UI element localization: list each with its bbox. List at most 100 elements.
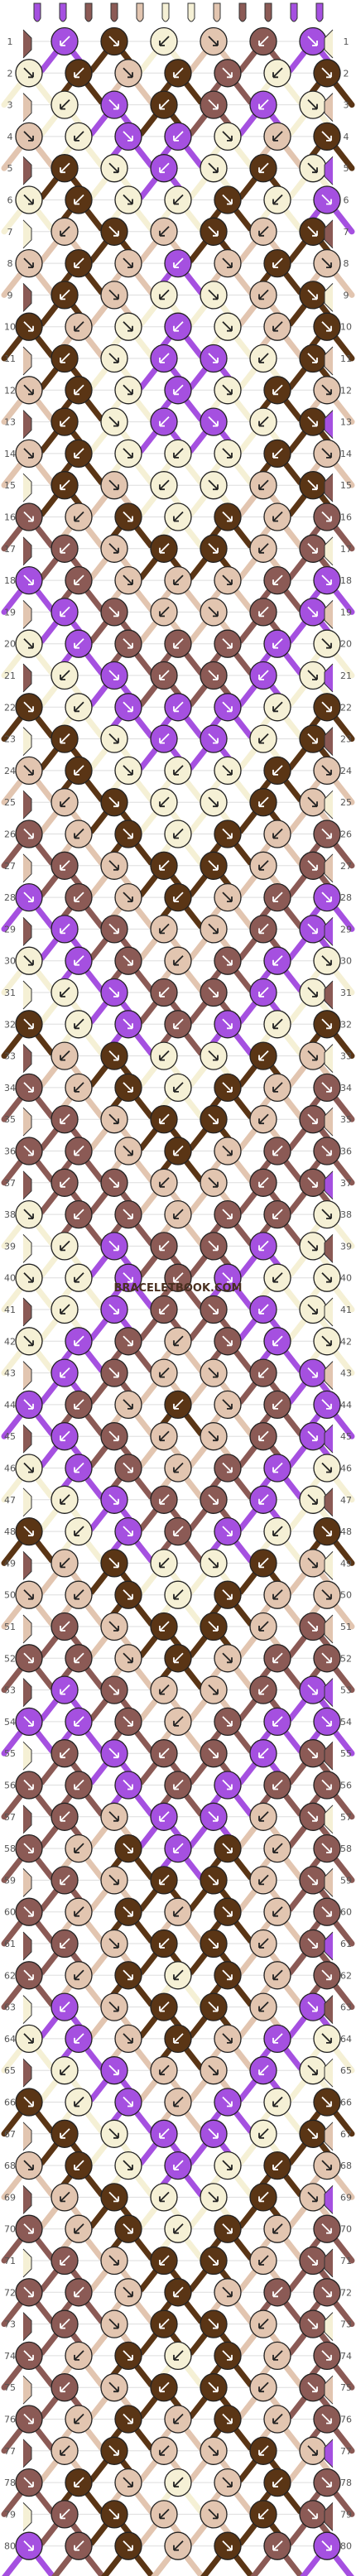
knot-arrow: [123, 67, 133, 78]
knot-arrow: [307, 1494, 318, 1505]
knot-arrowhead: [74, 1086, 79, 1093]
knot-arrow: [307, 226, 318, 237]
knot-arrowhead: [113, 1689, 119, 1695]
knot-arrow: [222, 2350, 233, 2361]
row-number-right: 27: [340, 861, 352, 872]
knot-arrowhead: [312, 1245, 318, 1252]
knot-arrow: [173, 701, 184, 712]
knot-arrow: [123, 1272, 133, 1283]
knot-arrow: [272, 321, 283, 332]
knot-arrowhead: [28, 2545, 34, 2551]
row-number-left: 79: [4, 2509, 16, 2520]
knot-arrow: [123, 1462, 133, 1473]
knot-arrow: [108, 860, 119, 871]
row-number-left: 12: [4, 385, 16, 396]
knot-arrow: [321, 1589, 332, 1600]
knot-arrowhead: [272, 1720, 278, 1727]
knot-arrowhead: [326, 2418, 332, 2425]
knot-arrowhead: [258, 167, 264, 174]
knot-arrowhead: [74, 1023, 79, 1030]
knot-arrowhead: [272, 2228, 278, 2234]
knot-arrowhead: [227, 833, 233, 839]
knot-arrow: [222, 1462, 233, 1473]
edge-segment-left: [22, 1805, 32, 1834]
knot-arrowhead: [258, 675, 264, 680]
knot-arrowhead: [326, 325, 332, 332]
knot-arrowhead: [127, 1974, 133, 1981]
knot-arrowhead: [213, 2132, 219, 2139]
knot-arrowhead: [113, 928, 119, 935]
knot-arrow: [123, 1018, 133, 1029]
knot-arrowhead: [227, 1023, 233, 1030]
knot-arrowhead: [159, 547, 165, 554]
knot-arrowhead: [113, 611, 119, 618]
knot-arrowhead: [127, 2228, 133, 2234]
knot-arrowhead: [272, 2037, 278, 2044]
knot-arrowhead: [326, 1340, 332, 1347]
knot-arrow: [60, 1430, 70, 1441]
knot-arrowhead: [173, 2165, 179, 2170]
knot-arrow: [123, 892, 133, 902]
knot-arrow: [108, 36, 119, 46]
knot-arrow: [108, 606, 119, 618]
knot-arrow: [173, 1272, 184, 1283]
knot-arrowhead: [326, 1784, 332, 1790]
knot-arrowhead: [213, 103, 219, 110]
knot-arrow: [307, 2255, 318, 2266]
knot-arrowhead: [60, 1118, 65, 1125]
knot-arrow: [123, 2286, 133, 2297]
knot-arrowhead: [60, 2323, 65, 2329]
knot-arrow: [307, 1240, 318, 1252]
knot-arrow: [60, 2508, 70, 2520]
knot-arrowhead: [159, 1562, 165, 1569]
knot-arrowhead: [60, 1562, 65, 1569]
knot-arrowhead: [173, 1657, 179, 1664]
knot-arrow: [272, 1335, 283, 1346]
knot-arrow: [173, 194, 184, 205]
knot-arrow: [222, 638, 233, 649]
knot-arrow: [208, 1938, 219, 1949]
knot-arrowhead: [213, 928, 219, 935]
row-number-right: 77: [340, 2446, 352, 2457]
knot-arrow: [159, 1494, 170, 1505]
knot-arrowhead: [28, 2101, 34, 2107]
knot-arrow: [321, 1969, 332, 1980]
knot-arrow: [222, 511, 233, 522]
knot-arrowhead: [258, 2513, 264, 2520]
knot-arrowhead: [326, 199, 332, 205]
knot-arrow: [23, 67, 34, 78]
knot-arrow: [74, 574, 84, 585]
knot-arrowhead: [159, 358, 165, 363]
knot-arrowhead: [227, 516, 233, 522]
knot-arrow: [258, 1811, 269, 1822]
knot-arrow: [258, 1367, 269, 1378]
knot-arrow: [74, 2286, 84, 2297]
knot-arrow: [108, 670, 119, 680]
edge-segment-left: [22, 536, 32, 566]
knot-arrow: [208, 2445, 219, 2456]
string-tops: [33, 2, 324, 22]
knot-arrow: [222, 765, 233, 776]
string-top: [161, 2, 170, 22]
knot-arrow: [321, 384, 332, 395]
knot-arrowhead: [159, 1055, 165, 1061]
knot-arrowhead: [272, 1910, 278, 1917]
row-number-right: 16: [340, 512, 352, 523]
knot-arrowhead: [213, 230, 219, 237]
knot-arrow: [60, 1938, 70, 1949]
knot-arrowhead: [113, 103, 119, 110]
knot-arrow: [307, 1430, 318, 1441]
knot-arrow: [123, 2540, 133, 2551]
knot-arrowhead: [113, 675, 119, 680]
row-number-right: 28: [340, 892, 352, 903]
knot-arrowhead: [60, 1435, 65, 1442]
knot-arrowhead: [227, 2228, 233, 2234]
knot-arrow: [222, 2286, 233, 2297]
knot-arrowhead: [213, 1815, 219, 1822]
knot-arrow: [159, 1430, 170, 1441]
knot-arrow: [173, 1335, 184, 1346]
knot-arrow: [173, 67, 184, 78]
edge-segment-right: [324, 727, 334, 756]
row-number-right: 68: [340, 2160, 352, 2171]
edge-segment-left: [22, 1868, 32, 1897]
